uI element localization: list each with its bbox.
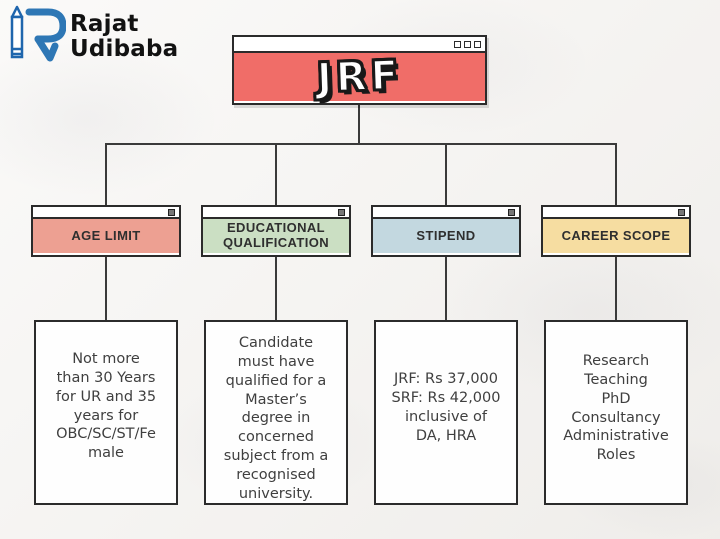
window-button-icon [464,40,471,48]
detail-text: JRF: Rs 37,000 SRF: Rs 42,000 inclusive … [391,371,501,444]
branch-body-age-limit: AGE LIMIT [33,219,179,253]
window-button-icon [508,208,515,216]
branch-window-age-limit: AGE LIMIT [31,205,181,257]
window-button-icon [474,40,481,48]
branch-body-educational-qualification: EDUCATIONAL QUALIFICATION [203,219,349,253]
detail-card-career-scope: Research Teaching PhD Consultancy Admini… [544,320,688,505]
window-button-icon [454,40,461,48]
connector-drop-career-scope [615,144,617,205]
branch-window-stipend: STIPEND [371,205,521,257]
connector-stem-age-limit-detail [105,257,107,320]
jrf-root-window: JRF [232,35,487,105]
window-button-icon [338,208,345,216]
logo-line1: Rajat [70,11,139,38]
detail-card-educational-qualification: Candidate must have qualified for a Mast… [204,320,348,505]
logo: Rajat Udibaba [8,4,178,70]
connector-stem-career-scope-detail [615,257,617,320]
branch-body-career-scope: CAREER SCOPE [543,219,689,253]
pencil-r-logo-icon [8,4,67,70]
branch-titlebar [373,207,519,219]
connector-drop-age-limit [105,144,107,205]
branch-title: CAREER SCOPE [561,227,671,243]
connector-root-stem [358,105,360,144]
connector-drop-educational-qualification [275,144,277,205]
root-title: JRF [315,52,404,103]
branch-title: EDUCATIONAL QUALIFICATION [222,220,330,250]
connector-stem-stipend-detail [445,257,447,320]
branch-titlebar [33,207,179,219]
branch-title: STIPEND [416,227,476,243]
detail-card-age-limit: Not more than 30 Years for UR and 35 yea… [34,320,178,505]
detail-text: Not more than 30 Years for UR and 35 yea… [55,351,157,462]
jrf-window-body: JRF [234,52,485,103]
detail-text: Candidate must have qualified for a Mast… [223,335,329,502]
branch-window-educational-qualification: EDUCATIONAL QUALIFICATION [201,205,351,257]
connector-horizontal [105,143,617,145]
window-button-icon [678,208,685,216]
branch-title: AGE LIMIT [71,227,141,243]
logo-line2: Udibaba [70,36,179,62]
detail-text: Research Teaching PhD Consultancy Admini… [563,353,669,464]
detail-card-stipend: JRF: Rs 37,000 SRF: Rs 42,000 inclusive … [374,320,518,505]
branch-titlebar [203,207,349,219]
connector-drop-stipend [445,144,447,205]
window-button-icon [168,208,175,216]
branch-window-career-scope: CAREER SCOPE [541,205,691,257]
logo-text: Rajat Udibaba [70,12,178,62]
connector-stem-educational-qualification-detail [275,257,277,320]
branch-body-stipend: STIPEND [373,219,519,253]
branch-titlebar [543,207,689,219]
jrf-window-titlebar [234,37,485,53]
